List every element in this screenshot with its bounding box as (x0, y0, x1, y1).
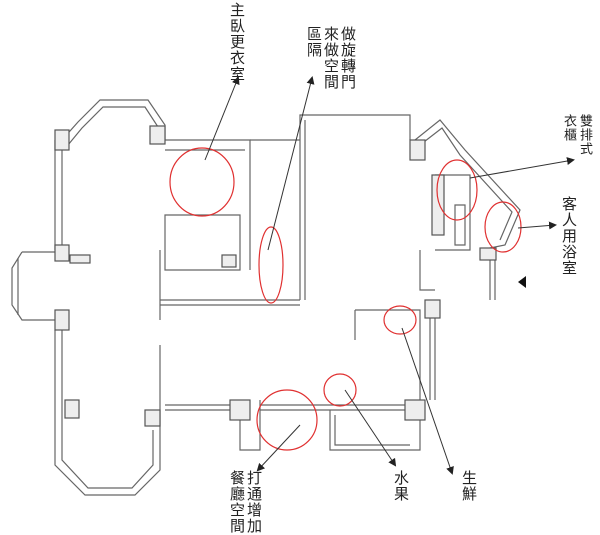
highlight-circles (169, 147, 522, 451)
label-fruit: 水果 (392, 470, 410, 502)
label-master-closet: 主臥更衣室 (228, 2, 246, 82)
walls (11, 99, 521, 496)
label-fresh: 生鮮 (460, 470, 478, 502)
label-guest-bathroom: 客人用浴室 (560, 196, 578, 276)
label-revolving-door: 做旋轉門來做空間區隔 (305, 26, 357, 90)
columns (54, 125, 497, 427)
arrows (204, 76, 575, 475)
label-double-wardrobe: 雙排式衣櫃 (561, 114, 592, 156)
marker-triangle (518, 276, 526, 288)
label-dining-expand: 打通增加餐廳空間 (228, 470, 263, 534)
